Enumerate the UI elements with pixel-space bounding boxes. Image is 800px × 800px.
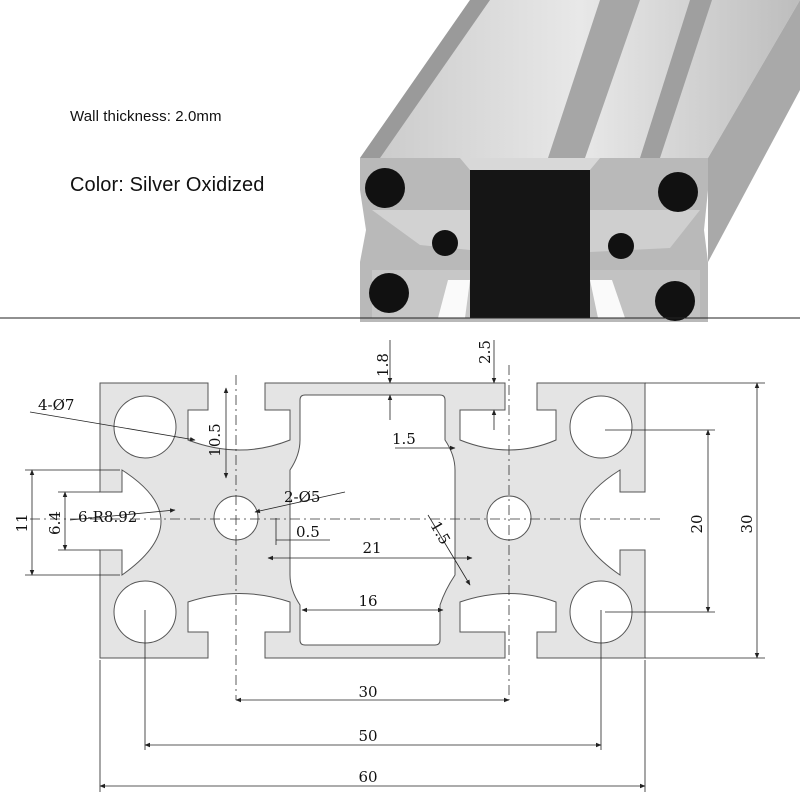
dim-slot-depth: 10.5 bbox=[206, 423, 224, 456]
dim-radius: 6-R8.92 bbox=[78, 508, 137, 526]
dimension-lines bbox=[25, 340, 765, 792]
dim-hole-pitch-h: 50 bbox=[358, 727, 377, 745]
dim-inner-width: 21 bbox=[362, 539, 381, 557]
dim-diag-wall: 1.5 bbox=[427, 518, 455, 548]
dim-center-pitch: 30 bbox=[358, 683, 377, 701]
color-label: Color: Silver Oxidized bbox=[70, 174, 265, 196]
dim-slot-opening: 6.4 bbox=[46, 511, 64, 535]
dim-hole-dia: 4-Ø7 bbox=[38, 396, 74, 414]
dim-outer-slot: 11 bbox=[13, 513, 31, 532]
dim-width: 60 bbox=[358, 768, 377, 786]
profile-cross-section bbox=[99, 382, 646, 659]
dim-offset: 0.5 bbox=[296, 523, 320, 541]
dim-hole-pitch-v: 20 bbox=[688, 514, 706, 533]
wall-thickness-label: Wall thickness: 2.0mm bbox=[70, 108, 222, 125]
dim-top-slot-depth: 1.8 bbox=[374, 353, 392, 377]
dim-top-slot-depth-right: 2.5 bbox=[476, 340, 494, 364]
profile-3d-render bbox=[360, 0, 800, 322]
dim-height: 30 bbox=[738, 514, 756, 533]
dim-center-hole: 2-Ø5 bbox=[284, 488, 320, 506]
center-lines bbox=[30, 365, 660, 700]
dim-wall: 1.5 bbox=[392, 430, 416, 448]
dim-inner-bottom: 16 bbox=[358, 592, 377, 610]
